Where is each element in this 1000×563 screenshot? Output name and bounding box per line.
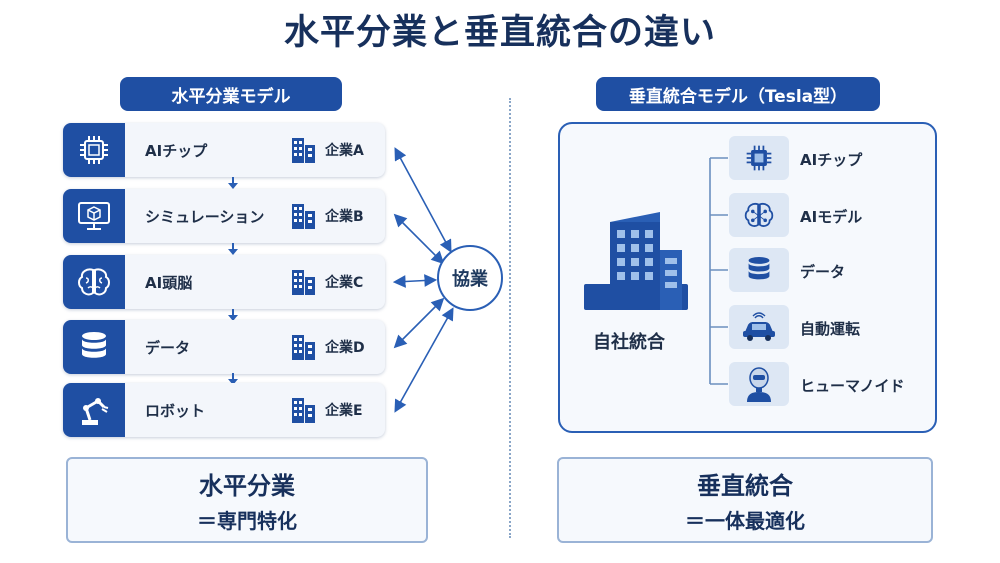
integrated-item-label: AIモデル	[800, 208, 863, 226]
arrow-to-company-c	[392, 274, 438, 288]
integrated-item-label: 自動運転	[800, 320, 861, 338]
humanoid-icon	[729, 362, 789, 406]
building-icon	[291, 333, 317, 365]
center-divider	[509, 98, 511, 538]
robot-arm-icon	[63, 383, 125, 437]
down-arrow-icon	[228, 243, 238, 255]
company-label: 企業E	[325, 403, 363, 419]
layer-row-simulation: シミュレーション 企業B	[63, 189, 385, 243]
building-icon	[291, 136, 317, 168]
horizontal-summary-subtitle: ＝専門特化	[197, 509, 297, 533]
autonomous-car-icon	[729, 305, 789, 349]
layer-row-ai-brain: AI頭脳 企業C	[63, 255, 385, 309]
vertical-model-heading-text: 垂直統合モデル（Tesla型）	[628, 86, 848, 107]
layer-label: ロボット	[145, 402, 206, 420]
layer-label: AI頭脳	[145, 274, 193, 292]
down-arrow-icon	[228, 373, 238, 385]
collaboration-label: 協業	[452, 269, 488, 290]
company-label: 企業C	[325, 275, 364, 291]
in-house-integration-label: 自社統合	[593, 332, 665, 353]
chip-icon	[63, 123, 125, 177]
layer-label: シミュレーション	[145, 208, 265, 226]
monitor-cube-icon	[63, 189, 125, 243]
database-icon	[729, 248, 789, 292]
collaboration-node: 協業	[437, 245, 503, 311]
integrated-item-label: AIチップ	[800, 151, 863, 169]
headquarters-building-icon	[584, 212, 688, 310]
vertical-summary-subtitle: ＝一体最適化	[685, 509, 805, 533]
arrow-to-company-b	[393, 213, 445, 265]
company-label: 企業D	[325, 340, 365, 356]
company-label: 企業A	[325, 143, 364, 159]
vertical-summary-title: 垂直統合	[697, 472, 793, 500]
building-icon	[291, 268, 317, 300]
layer-row-ai-chip: AIチップ 企業A	[63, 123, 385, 177]
vertical-summary-box: 垂直統合 ＝一体最適化	[557, 457, 933, 543]
layer-label: AIチップ	[145, 142, 208, 160]
page-title: 水平分業と垂直統合の違い	[283, 13, 716, 53]
layer-row-robot: ロボット 企業E	[63, 383, 385, 437]
brain-icon	[63, 255, 125, 309]
down-arrow-icon	[228, 309, 238, 321]
layer-label: データ	[145, 339, 191, 357]
database-icon	[63, 320, 125, 374]
integrated-item-label: ヒューマノイド	[800, 377, 905, 395]
horizontal-model-heading: 水平分業モデル	[120, 77, 342, 111]
bracket-connector	[709, 157, 728, 385]
arrow-to-company-e	[394, 307, 454, 413]
chip-icon	[729, 136, 789, 180]
building-icon	[291, 202, 317, 234]
company-label: 企業B	[325, 209, 364, 225]
down-arrow-icon	[228, 177, 238, 189]
layer-row-data: データ 企業D	[63, 320, 385, 374]
arrow-to-company-a	[394, 147, 452, 253]
horizontal-model-heading-text: 水平分業モデル	[171, 86, 291, 107]
neural-network-icon	[729, 193, 789, 237]
horizontal-summary-box: 水平分業 ＝専門特化	[66, 457, 428, 543]
building-icon	[291, 396, 317, 428]
integrated-item-label: データ	[800, 263, 846, 281]
horizontal-summary-title: 水平分業	[199, 472, 295, 500]
vertical-model-heading: 垂直統合モデル（Tesla型）	[596, 77, 880, 111]
